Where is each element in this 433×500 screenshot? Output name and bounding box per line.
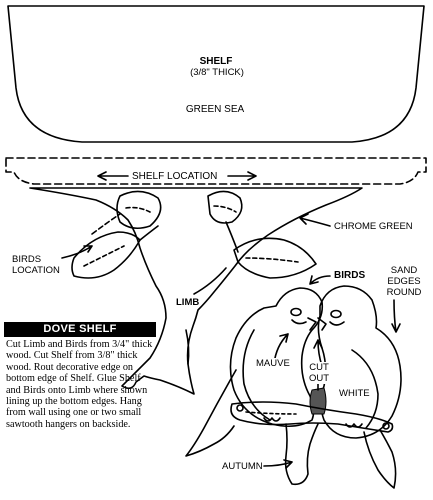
birds-leader: [309, 275, 331, 285]
shelf-location-arrow-left: [97, 171, 129, 181]
sand-edges-leader: [391, 299, 401, 333]
birds-location-leader: [61, 245, 93, 259]
branch-stub: [284, 423, 319, 486]
birds-location-dash: [91, 213, 121, 235]
autumn-leader: [263, 459, 293, 469]
instructions-box: DOVE SHELF Cut Limb and Birds from 3/4" …: [4, 322, 156, 430]
cut-out-label-1: CUT: [306, 362, 332, 373]
bird-right-eye: [330, 309, 342, 319]
white-label: WHITE: [339, 388, 370, 399]
birds-location-label-1: BIRDS: [12, 254, 42, 265]
instructions-title: DOVE SHELF: [4, 322, 156, 337]
chrome-green-label: CHROME GREEN: [334, 221, 413, 232]
shelf-outline: [7, 5, 425, 143]
leaf-top-right: [207, 190, 243, 224]
limb-outline: [29, 187, 363, 395]
limb-label: LIMB: [176, 297, 200, 308]
mauve-label: MAUVE: [256, 358, 290, 369]
instructions-body: Cut Limb and Birds from 3/4" thick wood.…: [6, 339, 153, 430]
perch-branch: [230, 401, 394, 433]
shelf-location-label: SHELF LOCATION: [130, 171, 220, 182]
sand-edges-label-2: EDGES: [387, 276, 421, 287]
sand-edges-label-3: ROUND: [386, 287, 422, 298]
shelf-color: GREEN SEA: [185, 104, 245, 115]
sand-edges-label-1: SAND: [390, 265, 418, 276]
leaf-stem-1: [139, 225, 159, 241]
shelf-location-outline: [5, 157, 427, 185]
cut-out-label-2: OUT: [306, 373, 332, 384]
leaf-right: [233, 237, 317, 279]
cut-out-area: [309, 387, 327, 415]
shelf-title: SHELF: [199, 56, 233, 67]
bird-left-eye: [290, 307, 302, 317]
chrome-green-leader: [299, 213, 331, 227]
autumn-label: AUTUMN: [222, 461, 263, 472]
shelf-location-arrow-right: [227, 171, 257, 181]
birds-location-label-2: LOCATION: [12, 265, 60, 276]
birds-label: BIRDS: [334, 270, 366, 281]
leaf-top-left: [116, 190, 162, 230]
leaf-left: [71, 231, 141, 279]
shelf-thickness: (3/8" THICK): [190, 67, 244, 78]
leaf-stem-2: [225, 221, 239, 253]
